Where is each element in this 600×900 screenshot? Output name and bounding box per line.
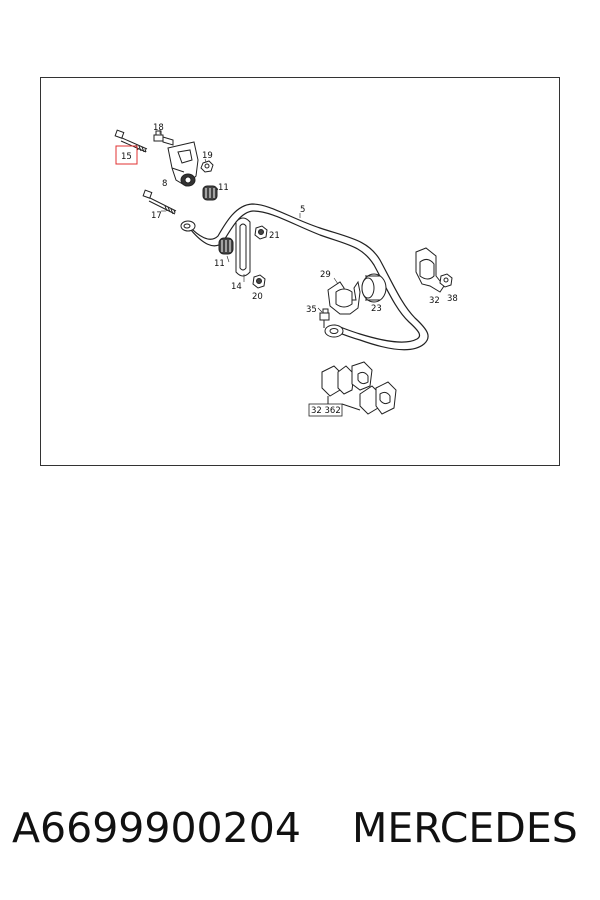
bolt-17 [142, 189, 177, 215]
stabilizer-bar-exploded-diagram: 15 18 19 8 11 17 5 21 11 14 20 29 23 32 … [114, 123, 458, 417]
callout-15: 15 [121, 152, 132, 162]
callout-18: 18 [153, 123, 164, 133]
nut-38 [439, 273, 453, 288]
callout-38: 38 [447, 294, 458, 304]
callout-35: 35 [306, 305, 317, 315]
callout-8: 8 [162, 179, 167, 189]
part-number: A6699900204 [12, 804, 301, 852]
callout-23: 23 [371, 304, 382, 314]
callout-11-upper: 11 [218, 183, 229, 193]
rubber-mount-11-upper [202, 185, 218, 201]
callout-5: 5 [300, 205, 305, 215]
bolt-15 [114, 129, 148, 153]
nut-21 [254, 225, 268, 240]
highlight-box-15 [115, 145, 138, 165]
callout-32: 32 [429, 296, 440, 306]
bar-left-eye [180, 220, 196, 232]
callout-19: 19 [202, 151, 213, 161]
stabilizer-bar [187, 203, 429, 351]
callout-32-362: 32 362 [311, 406, 341, 416]
link-14 [235, 217, 251, 277]
callout-29: 29 [320, 270, 331, 280]
callout-11-lower: 11 [214, 259, 225, 269]
brand-name: MERCEDES [352, 804, 578, 852]
product-caption: A6699900204 MERCEDES [0, 800, 600, 860]
nut-19 [200, 160, 214, 173]
diagram-frame [40, 77, 560, 466]
callout-17: 17 [151, 211, 162, 221]
bolt-18 [153, 130, 174, 146]
bolt-35 [319, 308, 330, 328]
leader-lines [159, 129, 339, 313]
callout-20: 20 [252, 292, 263, 302]
clamp-29 [327, 280, 361, 315]
kit-label-box [308, 403, 343, 417]
bracket-8 [167, 141, 199, 187]
rubber-mount-11-lower [218, 237, 234, 255]
bracket-32 [415, 247, 445, 293]
callout-21: 21 [269, 231, 280, 241]
bushing-kit-32-362 [321, 361, 397, 415]
callout-labels: 15 18 19 8 11 17 5 21 11 14 20 29 23 32 … [115, 123, 458, 417]
bar-right-eye [324, 324, 344, 338]
callout-14: 14 [231, 282, 242, 292]
nut-20 [252, 274, 266, 289]
bushing-23 [361, 273, 387, 303]
